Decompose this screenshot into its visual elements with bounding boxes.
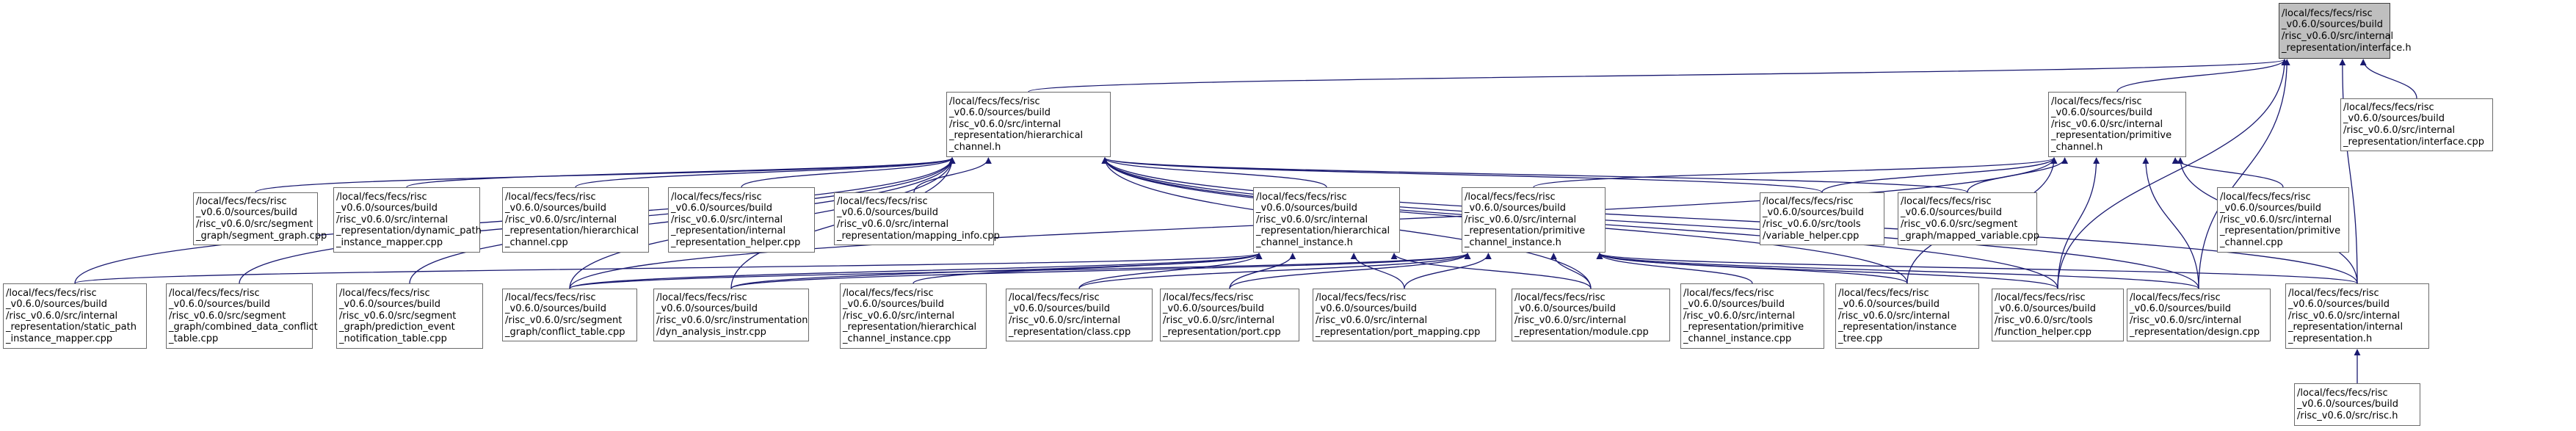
- node-conflict-table-cpp[interactable]: /local/fecs/fecs/risc _v0.6.0/sources/bu…: [502, 289, 637, 341]
- edge-primitive-channel-h-to-interface-h: [2116, 59, 2288, 93]
- node-mapped-variable-cpp[interactable]: /local/fecs/fecs/risc _v0.6.0/sources/bu…: [1898, 192, 2040, 245]
- edge-design-cpp-to-hierarchical-channel-h: [1101, 157, 2199, 289]
- edge-primitive-channel-instance-h-to-primitive-channel-h: [1533, 157, 2058, 188]
- edge-conflict-table-cpp-to-hierarchical-channel-instance-h: [569, 253, 1263, 289]
- node-label: /local/fecs/fecs/risc _v0.6.0/sources/bu…: [949, 95, 1084, 153]
- node-label: /local/fecs/fecs/risc _v0.6.0/sources/bu…: [196, 195, 327, 242]
- node-primitive-channel-instance-cpp[interactable]: /local/fecs/fecs/risc _v0.6.0/sources/bu…: [1680, 283, 1824, 349]
- edge-mapped-variable-cpp-to-hierarchical-channel-h: [1101, 157, 1968, 193]
- node-label: /local/fecs/fecs/risc _v0.6.0/sources/bu…: [169, 287, 318, 344]
- node-primitive-channel-cpp[interactable]: /local/fecs/fecs/risc _v0.6.0/sources/bu…: [2217, 187, 2349, 253]
- edge-conflict-table-cpp-to-primitive-channel-instance-h: [569, 253, 1471, 289]
- edge-port-mapping-cpp-to-hierarchical-channel-instance-h: [1350, 253, 1405, 289]
- node-primitive-channel-instance-h[interactable]: /local/fecs/fecs/risc _v0.6.0/sources/bu…: [1462, 187, 1606, 253]
- edge-variable-helper-cpp-to-primitive-channel-h: [1821, 157, 2058, 193]
- node-label: /local/fecs/fecs/risc _v0.6.0/sources/bu…: [336, 191, 482, 248]
- node-label: /local/fecs/fecs/risc _v0.6.0/sources/bu…: [1763, 195, 1864, 242]
- node-label: /local/fecs/fecs/risc _v0.6.0/sources/bu…: [1163, 291, 1281, 338]
- node-hierarchical-channel-instance-cpp[interactable]: /local/fecs/fecs/risc _v0.6.0/sources/bu…: [840, 283, 987, 349]
- edge-function-helper-cpp-to-interface-h: [2057, 59, 2288, 289]
- edge-internal-representation-h-to-interface-h: [2339, 59, 2358, 284]
- node-label: /local/fecs/fecs/risc _v0.6.0/sources/bu…: [1465, 191, 1586, 248]
- node-label: /local/fecs/fecs/risc _v0.6.0/sources/bu…: [2288, 287, 2403, 344]
- edge-hierarchical-channel-h-to-interface-h: [1028, 59, 2287, 93]
- node-function-helper-cpp[interactable]: /local/fecs/fecs/risc _v0.6.0/sources/bu…: [1992, 289, 2124, 341]
- edge-port-cpp-to-hierarchical-channel-instance-h: [1229, 253, 1296, 289]
- edge-interface-cpp-to-interface-h: [2359, 59, 2417, 99]
- node-label: /local/fecs/fecs/risc _v0.6.0/sources/bu…: [2282, 7, 2412, 54]
- node-label: /local/fecs/fecs/risc _v0.6.0/sources/bu…: [1995, 291, 2096, 338]
- node-primitive-channel-h[interactable]: /local/fecs/fecs/risc _v0.6.0/sources/bu…: [2048, 92, 2186, 157]
- edge-hierarchical-channel-instance-h-to-hierarchical-channel-h: [1101, 157, 1327, 188]
- node-label: /local/fecs/fecs/risc _v0.6.0/sources/bu…: [2297, 387, 2398, 421]
- node-label: /local/fecs/fecs/risc _v0.6.0/sources/bu…: [505, 191, 639, 248]
- edge-class-cpp-to-primitive-channel-instance-h: [1078, 253, 1471, 289]
- node-label: /local/fecs/fecs/risc _v0.6.0/sources/bu…: [671, 191, 801, 248]
- node-label: /local/fecs/fecs/risc _v0.6.0/sources/bu…: [339, 287, 457, 344]
- edge-function-helper-cpp-to-primitive-channel-instance-h: [1596, 253, 2058, 289]
- edge-port-mapping-cpp-to-primitive-channel-instance-h: [1404, 253, 1492, 289]
- node-hierarchical-channel-instance-h[interactable]: /local/fecs/fecs/risc _v0.6.0/sources/bu…: [1253, 187, 1400, 253]
- node-hierarchical-channel-h[interactable]: /local/fecs/fecs/risc _v0.6.0/sources/bu…: [946, 92, 1111, 157]
- node-port-cpp[interactable]: /local/fecs/fecs/risc _v0.6.0/sources/bu…: [1160, 289, 1299, 341]
- node-port-mapping-cpp[interactable]: /local/fecs/fecs/risc _v0.6.0/sources/bu…: [1313, 289, 1496, 341]
- edge-mapping-info-cpp-to-hierarchical-channel-h: [913, 157, 992, 193]
- node-label: /local/fecs/fecs/risc _v0.6.0/sources/bu…: [1514, 291, 1649, 338]
- node-internal-representation-helper-cpp[interactable]: /local/fecs/fecs/risc _v0.6.0/sources/bu…: [668, 187, 815, 253]
- node-dyn-analysis-instr-cpp[interactable]: /local/fecs/fecs/risc _v0.6.0/sources/bu…: [653, 289, 809, 341]
- node-label: /local/fecs/fecs/risc _v0.6.0/sources/bu…: [2343, 101, 2484, 148]
- edge-module-cpp-to-primitive-channel-instance-h: [1550, 253, 1592, 289]
- node-label: /local/fecs/fecs/risc _v0.6.0/sources/bu…: [1009, 291, 1131, 338]
- edge-hierarchical-channel-cpp-to-hierarchical-channel-h: [575, 157, 956, 188]
- edge-internal-representation-helper-cpp-to-hierarchical-channel-h: [741, 157, 956, 188]
- node-label: /local/fecs/fecs/risc _v0.6.0/sources/bu…: [2130, 291, 2260, 338]
- node-segment-graph-cpp[interactable]: /local/fecs/fecs/risc _v0.6.0/sources/bu…: [193, 192, 327, 245]
- edge-class-cpp-to-hierarchical-channel-instance-h: [1078, 253, 1263, 289]
- node-variable-helper-cpp[interactable]: /local/fecs/fecs/risc _v0.6.0/sources/bu…: [1760, 192, 1884, 245]
- node-dynamic-path-instance-mapper-cpp[interactable]: /local/fecs/fecs/risc _v0.6.0/sources/bu…: [333, 187, 482, 253]
- node-module-cpp[interactable]: /local/fecs/fecs/risc _v0.6.0/sources/bu…: [1512, 289, 1670, 341]
- node-internal-representation-h[interactable]: /local/fecs/fecs/risc _v0.6.0/sources/bu…: [2285, 283, 2429, 349]
- node-combined-data-conflict-table-cpp[interactable]: /local/fecs/fecs/risc _v0.6.0/sources/bu…: [166, 283, 318, 349]
- edge-variable-helper-cpp-to-hierarchical-channel-h: [1101, 157, 1823, 193]
- node-design-cpp[interactable]: /local/fecs/fecs/risc _v0.6.0/sources/bu…: [2127, 289, 2271, 341]
- edge-instance-tree-cpp-to-primitive-channel-instance-h: [1596, 253, 1908, 284]
- node-hierarchical-channel-cpp[interactable]: /local/fecs/fecs/risc _v0.6.0/sources/bu…: [502, 187, 649, 253]
- node-label: /local/fecs/fecs/risc _v0.6.0/sources/bu…: [1838, 287, 1957, 344]
- edge-design-cpp-to-primitive-channel-h: [2142, 157, 2199, 289]
- edge-primitive-channel-instance-cpp-to-primitive-channel-instance-h: [1596, 253, 1753, 284]
- node-label: /local/fecs/fecs/risc _v0.6.0/sources/bu…: [2051, 95, 2172, 153]
- edge-function-helper-cpp-to-primitive-channel-h: [2057, 157, 2100, 289]
- node-label: /local/fecs/fecs/risc _v0.6.0/sources/bu…: [1256, 191, 1390, 248]
- node-label: /local/fecs/fecs/risc _v0.6.0/sources/bu…: [2220, 191, 2341, 248]
- edge-hierarchical-channel-instance-cpp-to-hierarchical-channel-instance-h: [913, 253, 1263, 284]
- edge-static-path-instance-mapper-cpp-to-hierarchical-channel-instance-h: [74, 253, 1262, 284]
- node-risc-h[interactable]: /local/fecs/fecs/risc _v0.6.0/sources/bu…: [2294, 383, 2420, 426]
- node-label: /local/fecs/fecs/risc _v0.6.0/sources/bu…: [843, 287, 977, 344]
- edge-port-cpp-to-primitive-channel-instance-h: [1229, 253, 1471, 289]
- node-label: /local/fecs/fecs/risc _v0.6.0/sources/bu…: [1901, 195, 2040, 242]
- edge-dynamic-path-instance-mapper-cpp-to-hierarchical-channel-h: [406, 157, 956, 188]
- node-instance-tree-cpp[interactable]: /local/fecs/fecs/risc _v0.6.0/sources/bu…: [1835, 283, 1979, 349]
- node-label: /local/fecs/fecs/risc _v0.6.0/sources/bu…: [505, 291, 625, 338]
- node-class-cpp[interactable]: /local/fecs/fecs/risc _v0.6.0/sources/bu…: [1006, 289, 1153, 341]
- edge-internal-representation-h-to-hierarchical-channel-h: [1101, 157, 2358, 284]
- node-prediction-event-notification-table-cpp[interactable]: /local/fecs/fecs/risc _v0.6.0/sources/bu…: [336, 283, 483, 349]
- node-label: /local/fecs/fecs/risc _v0.6.0/sources/bu…: [6, 287, 137, 344]
- node-label: /local/fecs/fecs/risc _v0.6.0/sources/bu…: [837, 195, 1000, 242]
- node-static-path-instance-mapper-cpp[interactable]: /local/fecs/fecs/risc _v0.6.0/sources/bu…: [3, 283, 147, 349]
- node-mapping-info-cpp[interactable]: /local/fecs/fecs/risc _v0.6.0/sources/bu…: [834, 192, 1000, 245]
- dependency-edges: [74, 59, 2417, 384]
- node-label: /local/fecs/fecs/risc _v0.6.0/sources/bu…: [1316, 291, 1481, 338]
- edge-module-cpp-to-hierarchical-channel-instance-h: [1390, 253, 1592, 289]
- edge-design-cpp-to-primitive-channel-instance-h: [1596, 253, 2199, 289]
- edge-internal-representation-h-to-primitive-channel-instance-h: [1596, 253, 2358, 284]
- node-interface-cpp[interactable]: /local/fecs/fecs/risc _v0.6.0/sources/bu…: [2340, 98, 2493, 151]
- edge-dyn-analysis-instr-cpp-to-primitive-channel-instance-h: [730, 253, 1471, 289]
- node-label: /local/fecs/fecs/risc _v0.6.0/sources/bu…: [1683, 287, 1804, 344]
- node-interface-h[interactable]: /local/fecs/fecs/risc _v0.6.0/sources/bu…: [2279, 3, 2412, 59]
- node-label: /local/fecs/fecs/risc _v0.6.0/sources/bu…: [656, 291, 808, 338]
